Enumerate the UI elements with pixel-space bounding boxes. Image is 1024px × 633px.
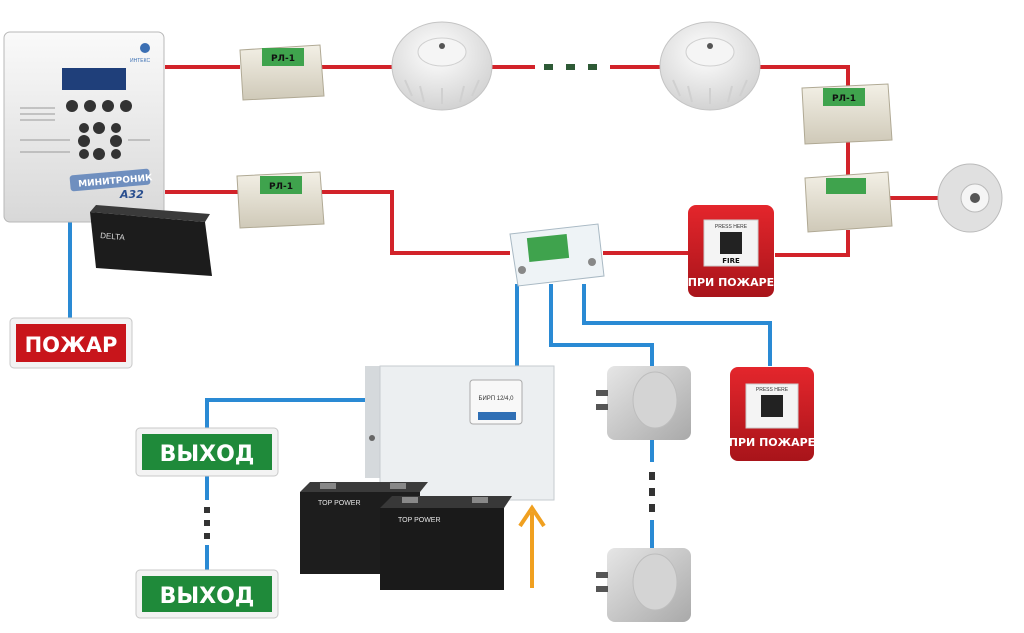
panel-logo-text: ИНТЕКС	[130, 58, 150, 64]
signal-continuation-dots	[204, 472, 655, 539]
dot	[649, 488, 655, 496]
loop-wire	[322, 190, 510, 255]
key-button[interactable]	[93, 148, 105, 160]
battery-brand: TOP POWER	[318, 500, 361, 507]
call-point-glass	[745, 383, 799, 429]
psu-label: БИРП 12/4,0	[479, 396, 515, 402]
battery-2: TOP POWER	[380, 496, 512, 590]
manual-call-point-1: PRESS HERE FIRE ПРИ ПОЖАРЕ	[688, 205, 774, 297]
smoke-detector-1	[391, 21, 493, 111]
signal-wire	[582, 284, 772, 366]
panel-model: А32	[119, 188, 144, 201]
logo-icon	[140, 43, 150, 53]
dot	[649, 504, 655, 512]
dot	[204, 533, 210, 539]
call-point-button[interactable]	[761, 395, 783, 417]
relay-label-plate	[262, 48, 304, 66]
call-point-fire-label: FIRE	[722, 257, 740, 265]
panel-keypad	[66, 100, 132, 160]
exit-sign-2: ВЫХОД	[135, 569, 279, 619]
exit-sign-face	[142, 576, 272, 612]
dot	[649, 472, 655, 480]
fire-sign: ПОЖАР	[9, 317, 133, 369]
call-point-caption: ПРИ ПОЖАРЕ	[688, 276, 774, 289]
relay-module-4	[804, 171, 893, 233]
dot	[204, 520, 210, 526]
panel-legend-lines	[20, 107, 150, 153]
call-point-press-here: PRESS HERE	[756, 387, 789, 393]
key-button[interactable]	[93, 122, 105, 134]
exit-sign-1: ВЫХОД	[135, 427, 279, 477]
key-button[interactable]	[120, 100, 132, 112]
relay-label: РЛ-1	[832, 94, 856, 104]
panel-battery-brand: DELTA	[100, 231, 126, 242]
smoke-detector-2	[659, 21, 761, 111]
call-point-caption: ПРИ ПОЖАРЕ	[729, 436, 815, 449]
loop-continuation-dots	[544, 64, 597, 70]
power-input-arrow	[518, 504, 546, 588]
loop-wire	[755, 65, 850, 88]
battery-icon	[90, 212, 212, 276]
relay-label-plate	[260, 176, 302, 194]
relay-label: РЛ-1	[269, 182, 293, 192]
loop-wire	[775, 230, 850, 257]
fire-sign-face	[16, 324, 126, 362]
relay-module-3: РЛ-1	[801, 83, 893, 145]
dot	[566, 64, 575, 70]
relay-module-1: РЛ-1	[239, 44, 325, 101]
key-button[interactable]	[79, 149, 89, 159]
relay-module-2: РЛ-1	[236, 171, 325, 229]
dot	[204, 507, 210, 513]
signal-wire	[549, 284, 654, 366]
exit-sign-text: ВЫХОД	[160, 584, 255, 609]
panel-battery: DELTA	[90, 205, 212, 276]
relay-label: РЛ-1	[271, 54, 295, 64]
relay-label-plate	[823, 88, 865, 106]
fire-sign-text: ПОЖАР	[25, 333, 118, 357]
key-button[interactable]	[111, 149, 121, 159]
exit-sign-text: ВЫХОД	[160, 442, 255, 467]
key-button[interactable]	[84, 100, 96, 112]
power-supply-icon	[379, 365, 555, 501]
relay-module-icon	[236, 171, 325, 229]
manual-call-point-2: PRESS HERE ПРИ ПОЖАРЕ	[729, 367, 815, 461]
power-supply: БИРП 12/4,0	[365, 365, 555, 501]
key-button[interactable]	[78, 135, 90, 147]
panel-display	[62, 68, 126, 90]
siren-1	[596, 366, 691, 440]
strobe-device	[937, 163, 1003, 233]
exit-sign-face	[142, 434, 272, 470]
relay-label-plate	[826, 178, 866, 194]
call-point-press-here: PRESS HERE	[715, 224, 748, 230]
siren-2	[596, 548, 691, 622]
call-point-button[interactable]	[720, 232, 742, 254]
battery-icon	[380, 508, 504, 590]
signal-wiring	[68, 222, 772, 570]
key-button[interactable]	[79, 123, 89, 133]
key-button[interactable]	[111, 123, 121, 133]
dot	[588, 64, 597, 70]
control-panel: ИНТЕКС МИНИТРОНИК А32	[3, 31, 165, 223]
battery-brand: TOP POWER	[398, 517, 441, 524]
loop-wiring	[165, 65, 940, 257]
key-button[interactable]	[102, 100, 114, 112]
signal-wire	[205, 398, 365, 428]
key-button[interactable]	[110, 135, 122, 147]
junction-box	[509, 223, 605, 287]
key-button[interactable]	[66, 100, 78, 112]
dot	[544, 64, 553, 70]
panel-brand-stripe	[69, 168, 151, 192]
junction-board	[526, 233, 570, 263]
